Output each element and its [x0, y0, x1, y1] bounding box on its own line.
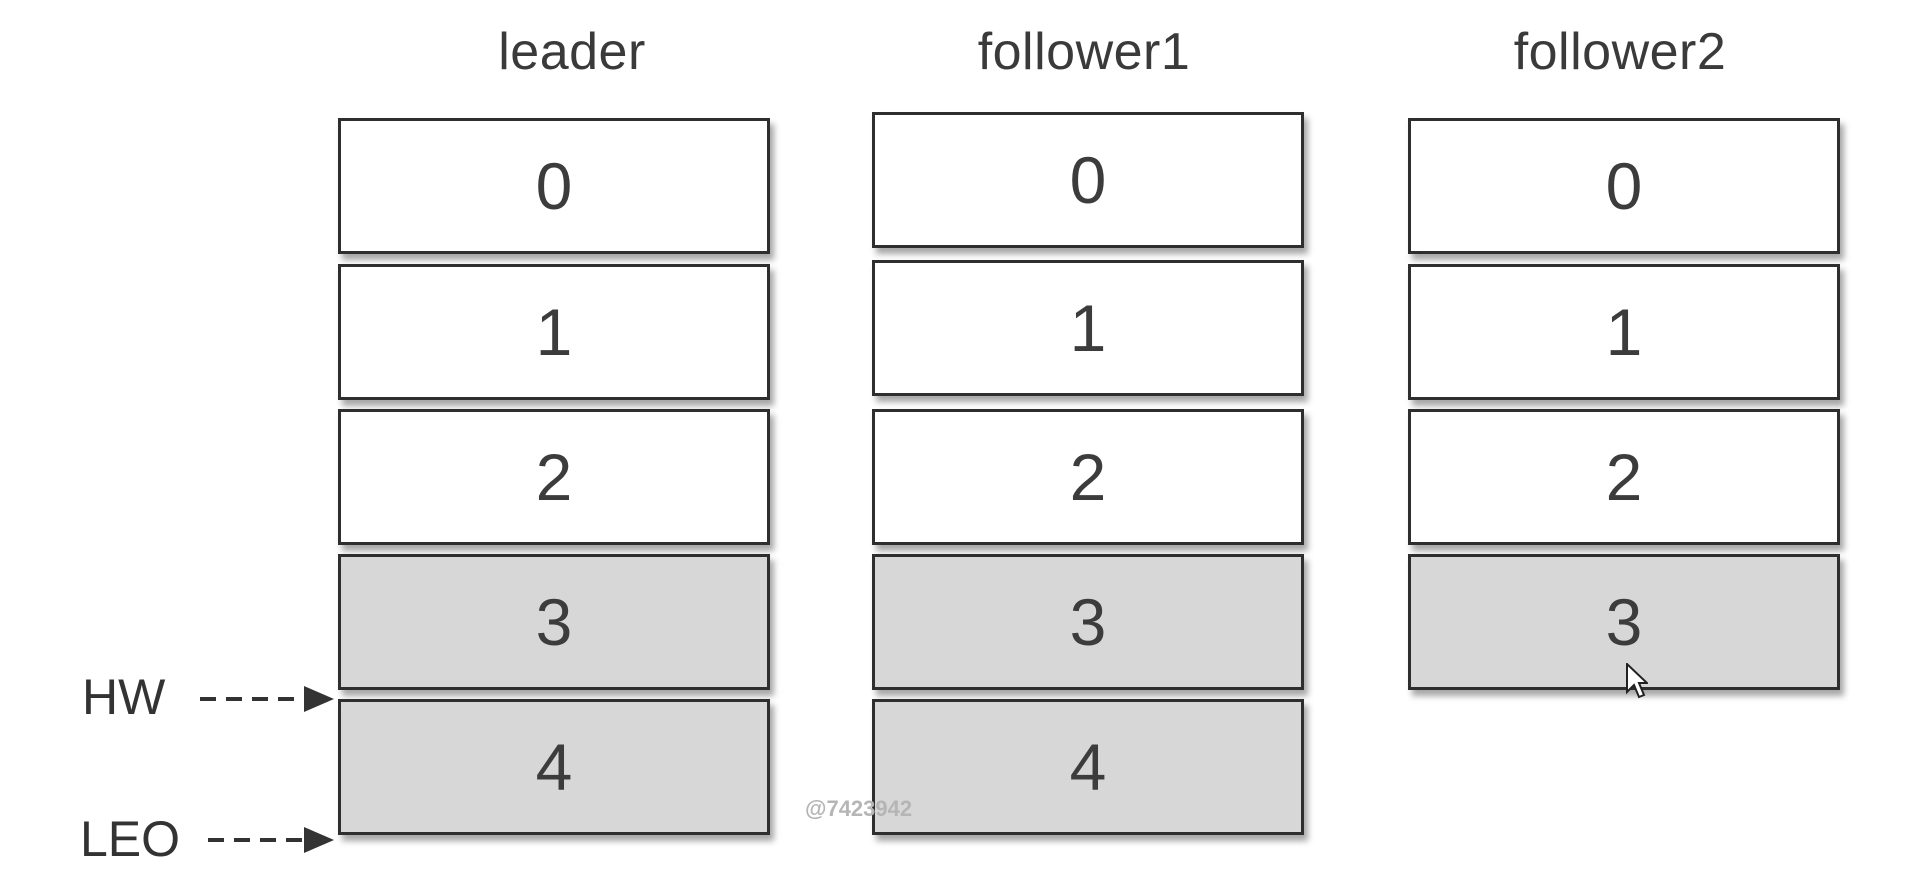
- log-cell-follower2-1: 1: [1408, 264, 1840, 400]
- log-cell-leader-0: 0: [338, 118, 770, 254]
- log-cell-follower1-3: 3: [872, 554, 1304, 690]
- column-title-follower1: follower1: [977, 23, 1191, 81]
- column-title-follower2: follower2: [1513, 23, 1727, 81]
- leo-marker-label: LEO: [80, 811, 181, 867]
- column-title-leader: leader: [498, 23, 646, 81]
- log-cell-follower2-0: 0: [1408, 118, 1840, 254]
- log-cell-follower1-0: 0: [872, 112, 1304, 248]
- log-cell-follower1-1: 1: [872, 260, 1304, 396]
- log-cell-leader-4: 4: [338, 699, 770, 835]
- log-cell-leader-3: 3: [338, 554, 770, 690]
- hw-arrow: [200, 686, 334, 712]
- watermark-text: @7423942: [805, 796, 913, 821]
- mouse-pointer-icon: [1626, 663, 1648, 699]
- leo-arrow: [208, 827, 334, 853]
- log-cell-leader-1: 1: [338, 264, 770, 400]
- hw-marker-label: HW: [82, 669, 166, 725]
- log-cell-follower1-2: 2: [872, 409, 1304, 545]
- log-cell-leader-2: 2: [338, 409, 770, 545]
- log-cell-follower1-4: 4: [872, 699, 1304, 835]
- log-cell-follower2-3: 3: [1408, 554, 1840, 690]
- log-cell-follower2-2: 2: [1408, 409, 1840, 545]
